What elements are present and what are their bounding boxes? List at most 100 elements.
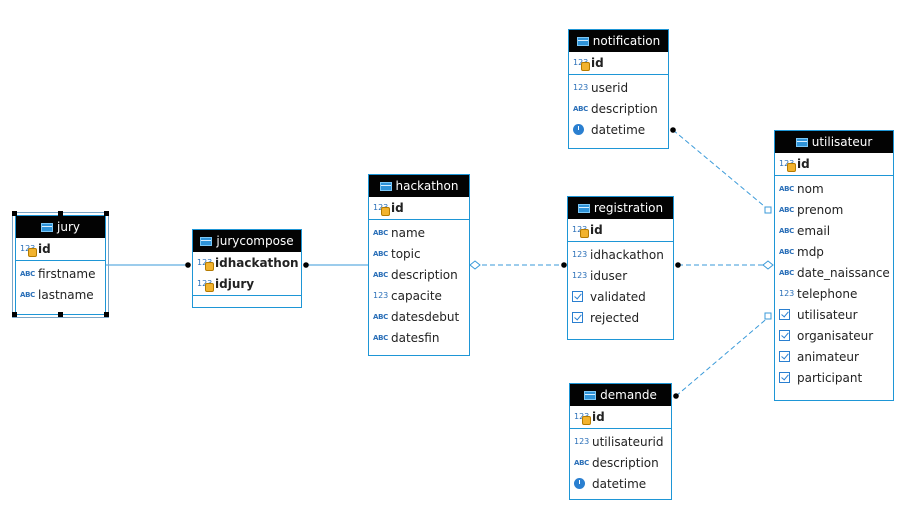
- column-row[interactable]: datetime: [570, 473, 671, 494]
- primary-key-icon: 123: [20, 244, 37, 257]
- column-name: datetime: [592, 476, 647, 491]
- entity-registration[interactable]: registration 123id123idhackathon123iduse…: [567, 196, 674, 340]
- entity-demande[interactable]: demande 123id123utilisateuridABCdescript…: [569, 383, 672, 500]
- entity-header[interactable]: registration: [568, 197, 673, 219]
- connector-square: [764, 206, 772, 214]
- boolean-type-icon: [779, 351, 794, 362]
- link-demande-utilisateur[interactable]: [675, 315, 771, 397]
- selection-handle[interactable]: [58, 211, 63, 216]
- column-name: idhackathon: [590, 247, 664, 262]
- link-notification-utilisateur[interactable]: [672, 129, 771, 212]
- entity-utilisateur[interactable]: utilisateur 123idABCnomABCprenomABCemail…: [774, 130, 894, 401]
- primary-key-icon: 123: [572, 225, 589, 238]
- entity-header[interactable]: demande: [570, 384, 671, 406]
- connector-dot: [561, 262, 567, 268]
- column-name: idjury: [215, 276, 255, 291]
- column-row[interactable]: rejected: [568, 307, 673, 328]
- primary-key-icon: 123: [373, 203, 390, 216]
- column-name: id: [797, 156, 810, 171]
- entity-header[interactable]: jurycompose: [193, 230, 301, 252]
- column-name: organisateur: [797, 328, 874, 343]
- entity-header[interactable]: utilisateur: [775, 131, 893, 153]
- column-name: iduser: [590, 268, 628, 283]
- selection-handle[interactable]: [12, 211, 17, 216]
- column-row[interactable]: participant: [775, 367, 893, 388]
- numeric-type-icon: 123: [572, 271, 588, 280]
- connector-dot: [673, 393, 679, 399]
- column-row[interactable]: datetime: [569, 119, 668, 140]
- column-name: nom: [797, 181, 824, 196]
- boolean-type-icon: [779, 372, 794, 383]
- connector-dot: [185, 262, 191, 268]
- entity-jurycompose[interactable]: jurycompose 123idhackathon123idjury: [192, 229, 302, 308]
- connector-diamond: [762, 260, 774, 270]
- column-separator: [193, 295, 301, 298]
- selection-handle[interactable]: [12, 312, 17, 317]
- selection-handle[interactable]: [104, 211, 109, 216]
- connector-dot: [675, 262, 681, 268]
- connector-dot: [670, 127, 676, 133]
- column-name: firstname: [38, 266, 96, 281]
- connector-dot: [303, 262, 309, 268]
- column-name: animateur: [797, 349, 859, 364]
- column-name: utilisateurid: [592, 434, 664, 449]
- entity-jury[interactable]: jury 123idABCfirstnameABClastname: [12, 212, 109, 318]
- entity-title: notification: [592, 34, 661, 48]
- entity-hackathon[interactable]: hackathon 123idABCnameABCtopicABCdescrip…: [368, 174, 470, 356]
- column-row[interactable]: utilisateur: [775, 304, 893, 325]
- entity-header[interactable]: hackathon: [369, 175, 469, 197]
- connector-square: [764, 312, 772, 320]
- text-type-icon: ABC: [20, 290, 35, 299]
- table-icon: [200, 236, 213, 246]
- column-name: capacite: [391, 288, 442, 303]
- entity-header[interactable]: jury: [16, 216, 105, 238]
- column-name: userid: [591, 80, 629, 95]
- text-type-icon: ABC: [373, 312, 388, 321]
- primary-key-column[interactable]: 123idjury: [193, 273, 301, 294]
- selection-handle[interactable]: [104, 312, 109, 317]
- column-row[interactable]: validated: [568, 286, 673, 307]
- boolean-type-icon: [779, 330, 794, 341]
- column-row[interactable]: animateur: [775, 346, 893, 367]
- numeric-type-icon: 123: [574, 437, 590, 446]
- selection-handle[interactable]: [58, 312, 63, 317]
- text-type-icon: ABC: [779, 268, 794, 277]
- entity-notification[interactable]: notification 123id123useridABCdescriptio…: [568, 29, 669, 149]
- entity-header[interactable]: notification: [569, 30, 668, 52]
- column-row[interactable]: organisateur: [775, 325, 893, 346]
- column-name: mdp: [797, 244, 824, 259]
- numeric-type-icon: 123: [572, 250, 588, 259]
- primary-key-icon: 123: [779, 159, 796, 172]
- column-name: idhackathon: [215, 255, 299, 270]
- numeric-type-icon: 123: [373, 291, 389, 300]
- text-type-icon: ABC: [779, 184, 794, 193]
- boolean-type-icon: [572, 312, 587, 323]
